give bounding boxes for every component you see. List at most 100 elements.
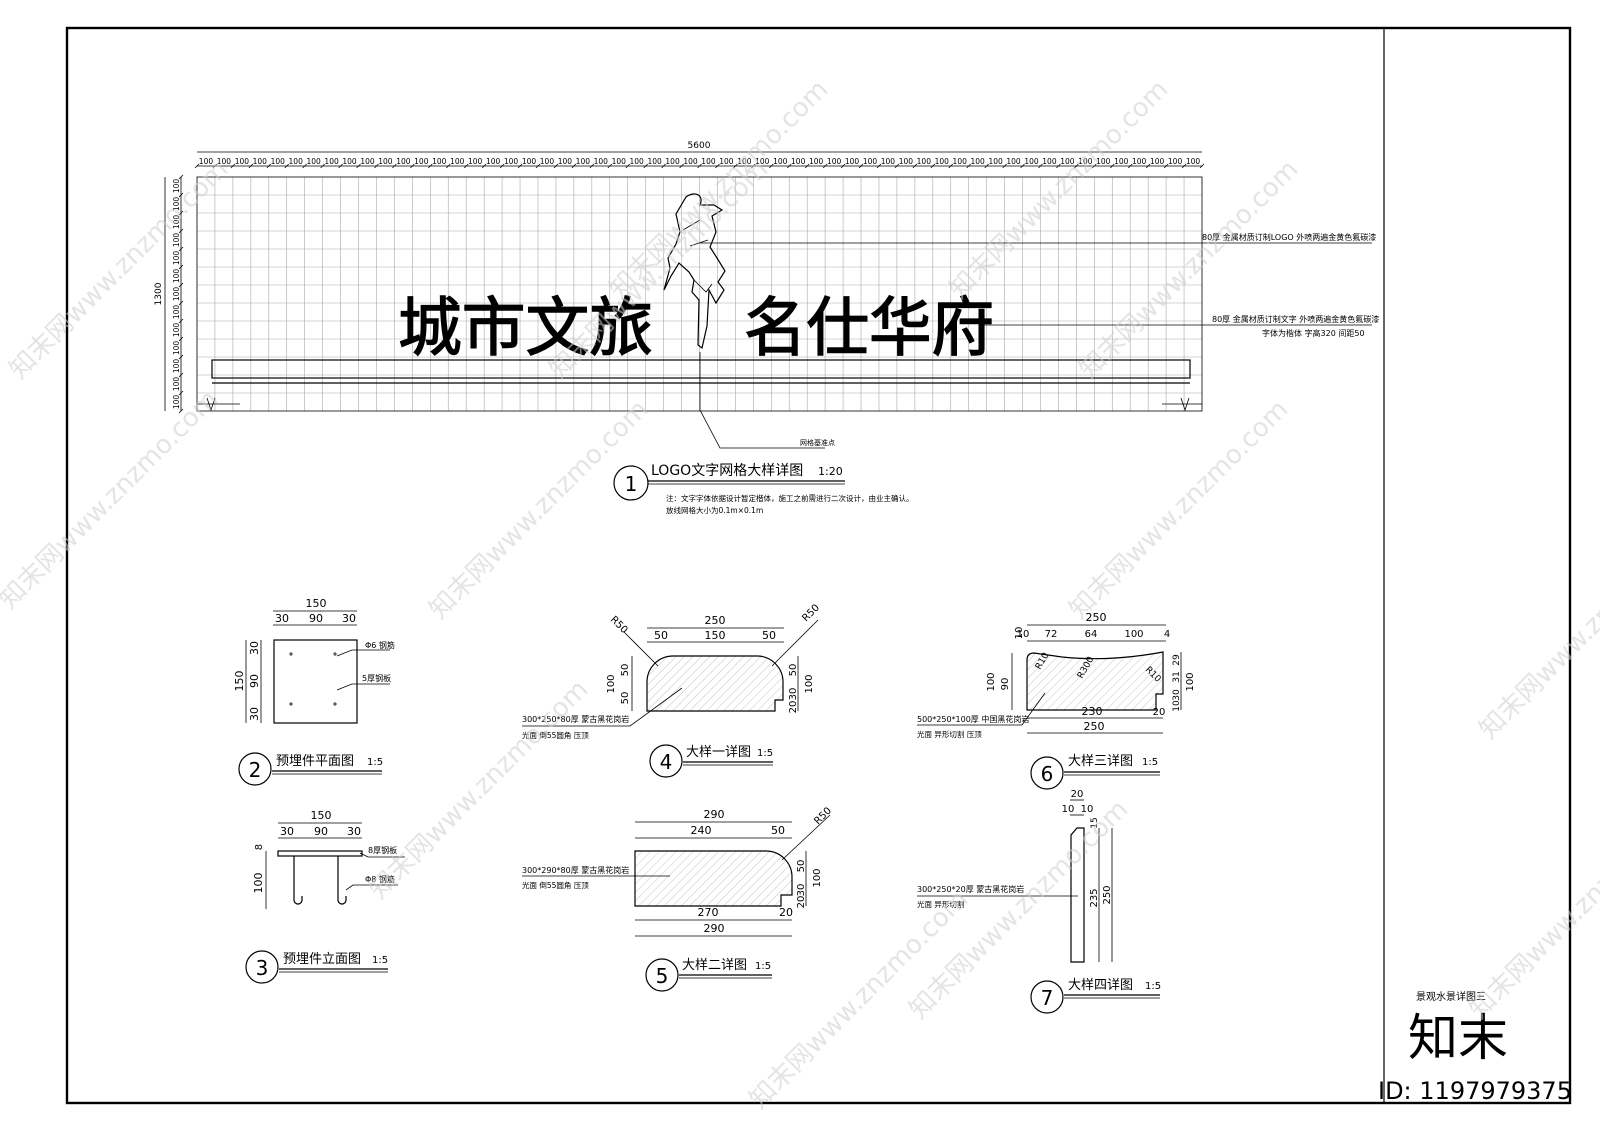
top-dim-label: 100 (1024, 157, 1039, 166)
top-dim-label: 100 (540, 157, 555, 166)
left-dim-label: 100 (172, 323, 181, 338)
d2-label-plate: 5厚钢板 (362, 673, 391, 683)
detail-7-bubble (1030, 980, 1064, 1014)
d5-dim-top-total: 290 (704, 808, 725, 821)
watermark-text: 知末网www.znzmo.com (424, 394, 655, 625)
detail-2-scale: 1:5 (367, 757, 383, 768)
d6-vdim-r-d: 10 (1172, 700, 1182, 712)
left-dim-tick (178, 228, 184, 234)
d4-radius-leader-l (623, 631, 659, 667)
left-dim-label: 100 (172, 233, 181, 248)
d4-vdim-r-total: 100 (804, 674, 815, 693)
top-dim-label: 100 (1060, 157, 1075, 166)
d2-label-rebar: Φ6 钢筋 (365, 640, 395, 650)
detail-7-scale: 1:5 (1145, 981, 1161, 992)
top-dim-tick (374, 163, 379, 169)
top-dim-tick (715, 163, 720, 169)
d6-dim-top-total: 250 (1086, 611, 1107, 624)
left-dim-label: 100 (172, 179, 181, 194)
d5-dim-top-b: 50 (771, 824, 785, 837)
d5-vdim-total: 100 (812, 868, 823, 887)
top-dim-tick (1163, 163, 1169, 169)
top-dim-tick (876, 163, 882, 169)
detail-5-bubble (645, 958, 679, 992)
d4-dim-a: 50 (654, 629, 668, 642)
top-dim-tick (679, 163, 684, 169)
break-mark-left (206, 397, 216, 412)
d3-dim-c: 30 (347, 825, 361, 838)
d2-dim-b: 90 (309, 612, 323, 625)
setout-grid (197, 177, 1202, 411)
watermark-text: 知末网www.znzmo.com (1474, 514, 1600, 745)
top-dim-label: 100 (773, 157, 788, 166)
top-dim-label: 100 (917, 157, 932, 166)
top-dim-label: 100 (737, 157, 752, 166)
d4-dim-c: 50 (762, 629, 776, 642)
detail-6-number: 6 (1041, 762, 1054, 786)
top-dim-tick (786, 163, 792, 169)
top-dim-label: 100 (378, 157, 393, 166)
top-dim-tick (499, 163, 505, 169)
top-dim-label: 100 (576, 157, 591, 166)
top-dim-tick (840, 163, 846, 169)
detail-1-scale: 1:20 (818, 465, 843, 478)
overall-height-dim: 1300 (154, 282, 164, 305)
detail-1-note-1: 注：文字字体依据设计暂定楷体，施工之前需进行二次设计，由业主确认。 (666, 493, 914, 503)
left-dim-label: 100 (172, 215, 181, 230)
top-dim-label: 100 (971, 157, 986, 166)
callout-origin: 网格基准点 (800, 438, 835, 447)
d4-radius-r: R50 (800, 602, 822, 624)
top-dim-tick (266, 163, 272, 169)
left-dim-tick (178, 246, 184, 252)
logo-title-text: 城市文旅 (398, 292, 653, 366)
origin-leader (699, 352, 825, 449)
d6-dim-bot-a: 230 (1082, 705, 1103, 718)
d3-dim-b: 90 (314, 825, 328, 838)
top-dim-label: 100 (630, 157, 645, 166)
d2-dim-total: 150 (306, 597, 327, 610)
detail-3-scale: 1:5 (372, 955, 388, 966)
left-dim-tick (178, 192, 184, 198)
d2-steel-plate (273, 639, 358, 724)
top-dim-label: 100 (827, 157, 842, 166)
top-dim-label: 100 (414, 157, 429, 166)
top-dim-label: 100 (360, 157, 375, 166)
top-dim-tick (1074, 163, 1079, 169)
d4-vdim-r-c: 20 (788, 701, 799, 714)
top-dim-label: 100 (845, 157, 860, 166)
d4-vdim-l-a: 50 (620, 664, 631, 677)
detail-2-title: 预埋件平面图 (276, 754, 354, 769)
detail-3-bubble (245, 950, 279, 984)
d7-dim-top: 20 (1071, 789, 1084, 800)
detail-7-title: 大样四详图 (1068, 978, 1133, 993)
top-dim-tick (1020, 163, 1025, 169)
d3-label-rebar: Φ8 钢筋 (365, 874, 395, 884)
d2-vdim-c: 30 (248, 707, 261, 721)
d6-finish: 光面 异形切割 压顶 (917, 729, 982, 739)
d6-dim-bot-b: 20 (1153, 707, 1166, 718)
d2-vdim-total: 150 (233, 671, 246, 692)
detail-4-scale: 1:5 (757, 748, 773, 759)
d5-vdim-c: 20 (796, 896, 807, 909)
d3-plate-leader (359, 852, 405, 858)
top-dim-tick (697, 163, 702, 169)
top-dim-tick (1181, 163, 1187, 169)
d6-vdim-r-total: 100 (1185, 672, 1196, 691)
d6-vdim-l-a: 10 (1014, 627, 1025, 640)
d5-dim-bot-a: 270 (698, 906, 719, 919)
top-dim-label: 100 (289, 157, 304, 166)
d6-dim-bot-total: 250 (1084, 720, 1105, 733)
d2-anchor-points (289, 652, 337, 706)
top-dim-label: 100 (486, 157, 501, 166)
left-dim-label: 100 (172, 395, 181, 410)
d7-vdim-b: 235 (1089, 888, 1100, 907)
d5-radius: R50 (812, 805, 834, 827)
top-dim-tick (463, 163, 469, 169)
top-dim-tick (733, 163, 738, 169)
d7-vdim-total: 250 (1102, 885, 1113, 904)
sheet-border (65, 26, 1572, 1105)
d6-vdim-l-total: 100 (986, 672, 997, 691)
left-dim-label: 100 (172, 305, 181, 320)
d3-vdim-main: 100 (252, 873, 265, 894)
